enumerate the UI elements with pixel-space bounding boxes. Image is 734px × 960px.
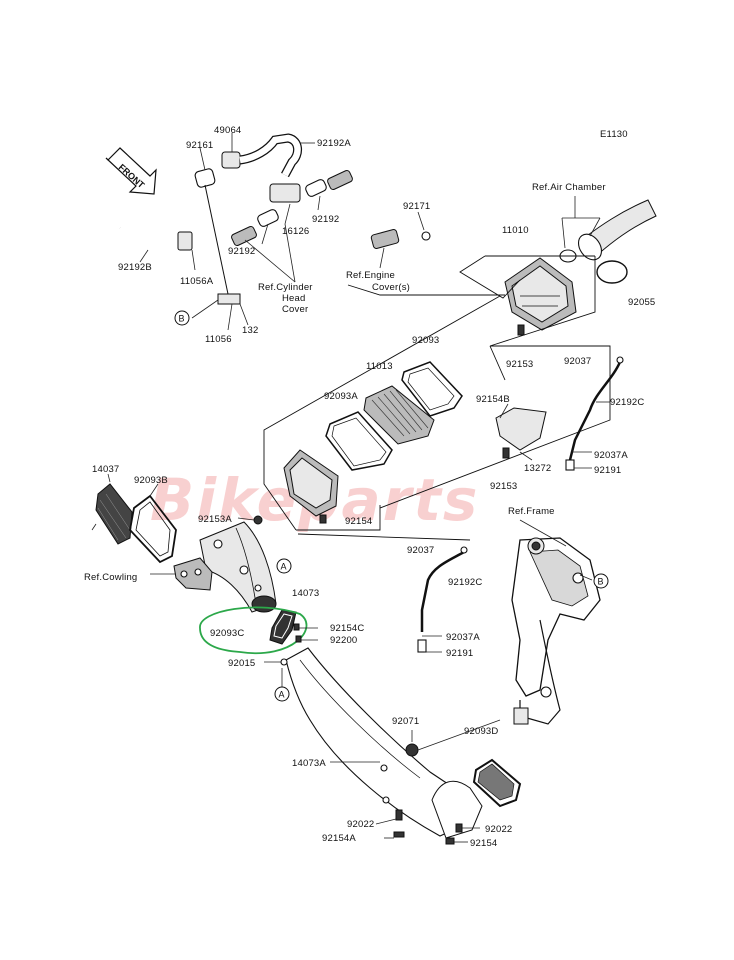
label-92192A: 92192A <box>317 138 351 149</box>
label-92093C: 92093C <box>210 628 244 639</box>
label-92192C-lower: 92192C <box>448 577 482 588</box>
label-92022-right: 92022 <box>485 824 512 835</box>
label-92192-left: 92192 <box>228 246 255 257</box>
engine-cover-bracket <box>370 211 431 269</box>
label-ref-cylinder-1: Ref.Cylinder <box>258 282 313 293</box>
label-92154C: 92154C <box>330 623 364 634</box>
label-92015: 92015 <box>228 658 255 669</box>
label-92161: 92161 <box>186 140 213 151</box>
label-92071: 92071 <box>392 716 419 727</box>
drain-hose-upper <box>565 356 624 471</box>
label-92154B: 92154B <box>476 394 510 405</box>
lower-leaders <box>91 401 610 845</box>
intake-duct-14073 <box>199 521 277 613</box>
svg-text:B: B <box>598 577 604 587</box>
label-92192B: 92192B <box>118 262 152 273</box>
label-92093A: 92093A <box>324 391 358 402</box>
label-92191-top: 92191 <box>594 465 621 476</box>
label-92154-mid: 92154 <box>345 516 372 527</box>
label-92191-lower: 92191 <box>446 648 473 659</box>
label-92093D: 92093D <box>464 726 498 737</box>
label-132: 132 <box>242 325 258 336</box>
ref-marker-a-top: A <box>276 558 292 574</box>
label-92154A: 92154A <box>322 833 356 844</box>
ref-marker-b-top: B <box>174 310 190 326</box>
air-chamber-duct <box>559 196 657 284</box>
label-92153A: 92153A <box>198 514 232 525</box>
label-14073: 14073 <box>292 588 319 599</box>
seal-92093C <box>269 609 297 645</box>
upper-leaders <box>139 133 321 331</box>
svg-text:A: A <box>281 562 287 572</box>
label-92192C-top: 92192C <box>610 397 644 408</box>
drain-hose-lower <box>417 546 468 653</box>
label-ref-engine-1: Ref.Engine <box>346 270 395 281</box>
label-92153-mid: 92153 <box>490 481 517 492</box>
label-16126: 16126 <box>282 226 309 237</box>
label-ref-cylinder-2: Head <box>282 293 306 304</box>
bracket-13272 <box>495 403 547 461</box>
label-92037A-lower: 92037A <box>446 632 480 643</box>
label-ref-air-chamber: Ref.Air Chamber <box>532 182 606 193</box>
label-11010: 11010 <box>502 225 529 236</box>
label-92037A-top: 92037A <box>594 450 628 461</box>
assembly-frame <box>263 255 611 541</box>
label-49064: 49064 <box>214 125 241 136</box>
seal-92093D <box>472 758 522 808</box>
grommet-92071 <box>405 719 501 757</box>
mesh-grille-14037 <box>95 473 133 545</box>
ref-marker-b-frame: B <box>593 573 609 589</box>
label-ref-frame: Ref.Frame <box>508 506 555 517</box>
label-92093B: 92093B <box>134 475 168 486</box>
label-11056A: 11056A <box>180 276 214 287</box>
label-13272: 13272 <box>524 463 551 474</box>
label-92192-right: 92192 <box>312 214 339 225</box>
frame-structure <box>511 537 601 725</box>
air-filter-elements <box>325 361 463 471</box>
front-arrow-icon: FRONT <box>105 147 157 195</box>
label-ref-cowling: Ref.Cowling <box>84 572 137 583</box>
part-labels: 49064 92161 92192A 92192 16126 92192 921… <box>84 125 655 849</box>
label-92153-top: 92153 <box>506 359 533 370</box>
label-11056: 11056 <box>205 334 232 345</box>
label-14073A: 14073A <box>292 758 326 769</box>
label-ref-engine-2: Cover(s) <box>372 282 410 293</box>
label-92037-lower: 92037 <box>407 545 434 556</box>
air-cleaner-housing <box>504 257 577 336</box>
label-92171: 92171 <box>403 201 430 212</box>
label-92022-left: 92022 <box>347 819 374 830</box>
breather-hose-assembly <box>117 133 353 305</box>
highlight-ring <box>199 606 308 655</box>
intake-duct-14073A <box>285 647 483 839</box>
label-92154-bottom: 92154 <box>470 838 497 849</box>
svg-text:A: A <box>279 690 285 700</box>
cowling-bracket <box>173 557 213 591</box>
ref-marker-a-bottom: A <box>274 686 290 702</box>
label-92037-top: 92037 <box>564 356 591 367</box>
label-92093: 92093 <box>412 335 439 346</box>
label-14037: 14037 <box>92 464 119 475</box>
diagram-code: E1130 <box>600 129 628 140</box>
label-ref-cylinder-3: Cover <box>282 304 308 315</box>
air-box-lower <box>283 449 339 524</box>
svg-text:B: B <box>179 314 185 324</box>
bolt-92153A <box>237 515 263 525</box>
label-92200: 92200 <box>330 635 357 646</box>
label-11013: 11013 <box>366 361 393 372</box>
label-92055: 92055 <box>628 297 655 308</box>
